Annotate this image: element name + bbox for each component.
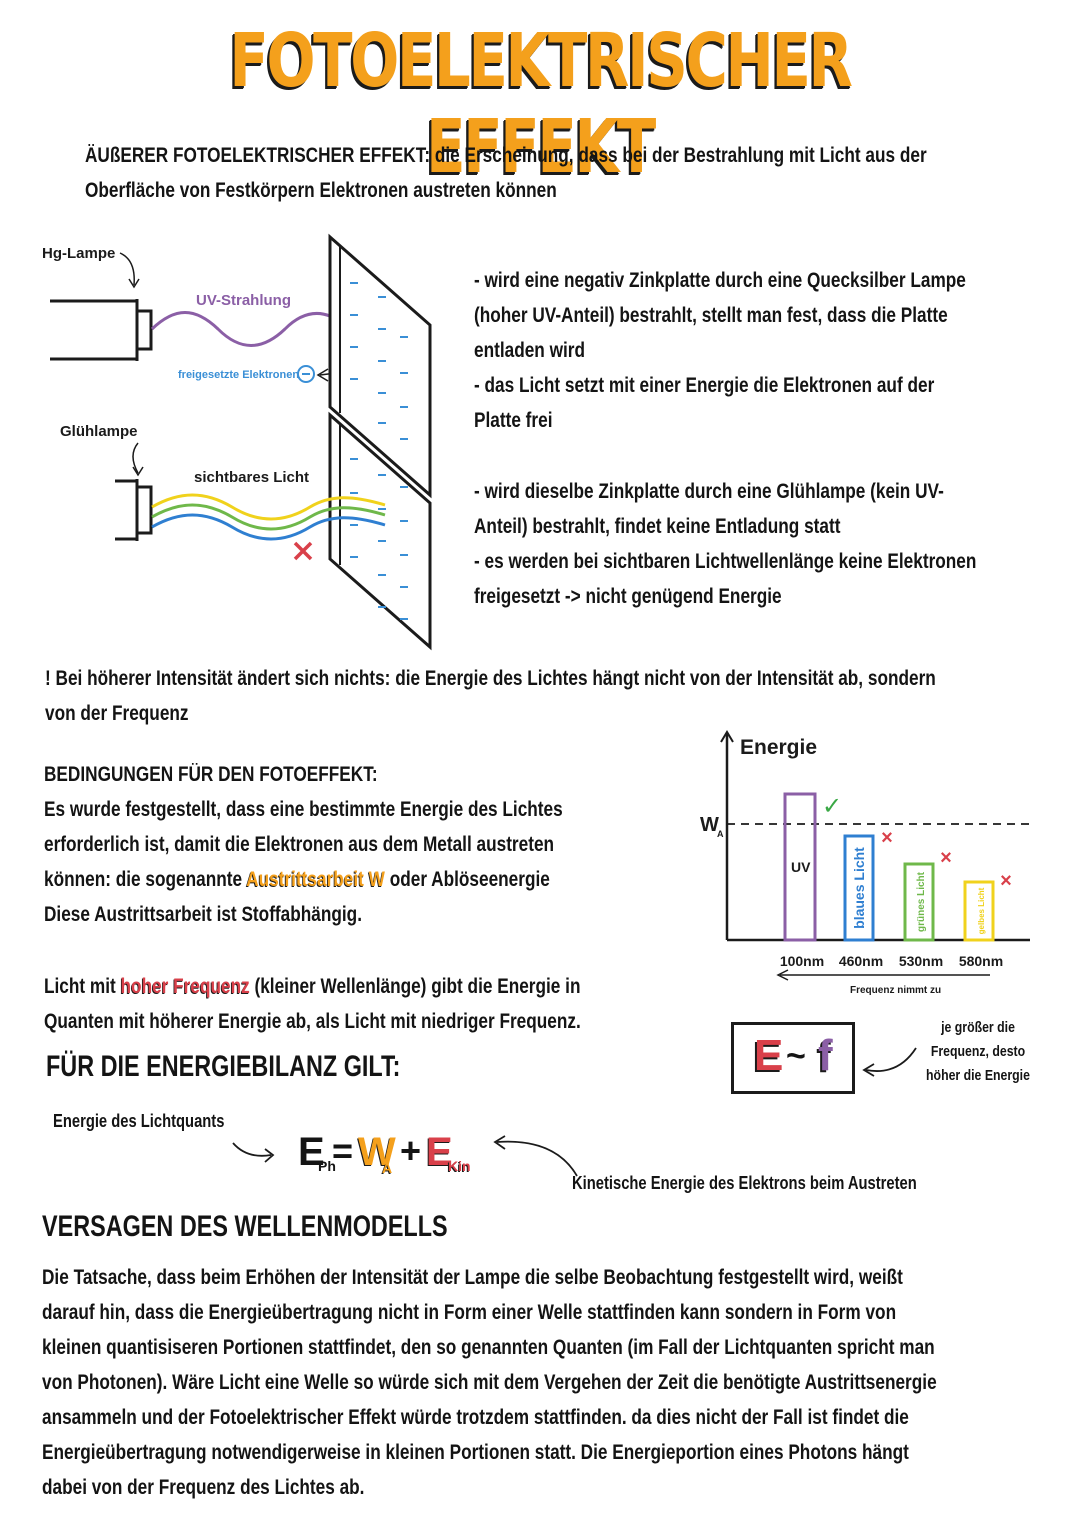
wave-model-line: ansammeln und der Fotoelektrischer Effek… [42, 1406, 909, 1429]
uv-wave [150, 311, 376, 347]
photon-energy-label: Energie des Lichtquants [53, 1111, 225, 1131]
zinc-plate-bottom [328, 411, 432, 651]
formula-e: E [754, 1031, 784, 1080]
x-tick-label: 580nm [959, 953, 1003, 969]
check-icon: ✓ [822, 793, 842, 820]
cross-icon: × [1000, 870, 1012, 892]
experiment-diagram: Hg-Lampe UV-Strahlung freigesetzte Elekt… [42, 233, 432, 651]
zinc-plate-top [328, 233, 432, 499]
energy-balance-formula: E Ph = W A + E Kin [298, 1130, 498, 1190]
high-frequency-highlight: hoher Frequenz [120, 975, 250, 998]
threshold-subscript: A [717, 829, 724, 839]
conditions: BEDINGUNGEN FÜR DEN FOTOEFFEKT: Es wurde… [44, 757, 643, 932]
observation-line: - es werden bei sichtbaren Lichtwellenlä… [474, 550, 977, 573]
intensity-note-line: von der Frequenz [45, 702, 189, 725]
frequency-line: Quanten mit höherer Energie ab, als Lich… [44, 1010, 581, 1033]
formula-equals: = [332, 1130, 354, 1171]
wave-model-text: Die Tatsache, dass beim Erhöhen der Inte… [42, 1260, 1038, 1505]
observation-line: freigesetzt -> nicht genügend Energie [474, 585, 782, 608]
observation-line: (hoher UV-Anteil) bestrahlt, stellt man … [474, 304, 948, 327]
x-axis-label: Frequenz nimmt zu [850, 985, 941, 996]
bar-label: grünes Licht [916, 871, 927, 932]
wave-model-line: darauf hin, dass die Energieübertragung … [42, 1301, 897, 1324]
work-function-highlight: Austrittsarbeit W [246, 868, 385, 891]
hg-lamp [50, 299, 153, 361]
wave-model-line: kleinen quantisiseren Portionen stattfin… [42, 1336, 935, 1359]
frequency-text: Licht mit hoher Frequenz (kleiner Wellen… [44, 969, 651, 1039]
observation-line: - wird eine negativ Zinkplatte durch ein… [474, 269, 966, 292]
gluehlampe [115, 479, 153, 541]
gluehlampe-label: Glühlampe [60, 423, 138, 440]
hg-lamp-label: Hg-Lampe [42, 245, 115, 262]
photon-energy-arrow [232, 1142, 275, 1163]
bar-label: UV [791, 859, 811, 875]
electrons-label: freigesetzte Elektronen [178, 369, 299, 381]
bar-label: blaues Licht [851, 847, 867, 929]
energy-balance-heading: FÜR DIE ENERGIEBILANZ GILT: [46, 1050, 401, 1083]
threshold-label: W [700, 814, 719, 836]
conditions-line: erforderlich ist, damit die Elektronen a… [44, 833, 555, 856]
observation-line: Platte frei [474, 409, 553, 432]
formula-f: f [818, 1031, 833, 1080]
x-tick-label: 530nm [899, 953, 943, 969]
conditions-line: Es wurde festgestellt, dass eine bestimm… [44, 798, 563, 821]
formula-e-kin: E [426, 1130, 453, 1174]
wave-model-line: von Photonen). Wäre Licht eine Welle so … [42, 1371, 937, 1394]
formula-tilde: ~ [786, 1037, 806, 1075]
visible-light-label: sichtbares Licht [194, 469, 309, 486]
formula-note-arrow [862, 1047, 917, 1077]
formula-a-subscript: A [382, 1160, 393, 1176]
energy-bar [783, 792, 817, 942]
conditions-line: können: die sogenannte Austrittsarbeit W… [44, 868, 550, 891]
formula-box: E ~ f [731, 1022, 855, 1094]
conditions-line: Diese Austrittsarbeit ist Stoffabhängig. [44, 903, 362, 926]
energy-bar [963, 880, 995, 942]
observation-line: - wird dieselbe Zinkplatte durch eine Gl… [474, 480, 944, 503]
formula-e-ph: E [298, 1130, 325, 1174]
y-axis-label: Energie [740, 736, 817, 759]
kinetic-energy-label: Kinetische Energie des Elektrons beim Au… [572, 1173, 917, 1193]
wave-model-line: Die Tatsache, dass beim Erhöhen der Inte… [42, 1266, 903, 1289]
conditions-heading: BEDINGUNGEN FÜR DEN FOTOEFFEKT: [44, 763, 378, 786]
formula-w-a: W [358, 1130, 396, 1174]
cross-icon: × [881, 827, 893, 849]
formula-note: je größer die Frequenz, desto höher die … [926, 1019, 1030, 1084]
energy-bar [903, 862, 935, 942]
definition-line-1: ÄUßERER FOTOELEKTRISCHER EFFEKT: die Ers… [85, 144, 927, 167]
observation-line: entladen wird [474, 339, 585, 362]
bar-label: gelbes Licht [977, 887, 986, 934]
gluehlampe-pointer [132, 442, 139, 474]
wave-model-line: Energieübertragung notwendigerweise in k… [42, 1441, 909, 1464]
observations: - wird eine negativ Zinkplatte durch ein… [474, 263, 1048, 614]
wave-model-heading: VERSAGEN DES WELLENMODELLS [42, 1210, 448, 1243]
kinetic-energy-arrow [493, 1135, 578, 1177]
page-title: FOTOELEKTRISCHER EFFEKT [229, 18, 853, 190]
cross-icon: × [940, 847, 952, 869]
observation-line: Anteil) bestrahlt, findet keine Entladun… [474, 515, 841, 538]
formula-ph-subscript: Ph [318, 1158, 336, 1174]
formula-plus: + [400, 1130, 422, 1171]
x-tick-label: 460nm [839, 953, 883, 969]
intensity-note-line: ! Bei höherer Intensität ändert sich nic… [45, 667, 936, 690]
formula-kin-subscript: Kin [448, 1158, 471, 1174]
intensity-note: ! Bei höherer Intensität ändert sich nic… [45, 661, 1045, 731]
definition-line-2: Oberfläche von Festkörpern Elektronen au… [85, 179, 557, 202]
definition: ÄUßERER FOTOELEKTRISCHER EFFEKT: die Ers… [85, 138, 1020, 208]
uv-radiation-label: UV-Strahlung [196, 292, 291, 309]
visible-light-waves [151, 493, 386, 541]
no-emission-cross-icon [293, 541, 313, 561]
energy-bar [843, 834, 875, 942]
x-tick-label: 100nm [780, 953, 824, 969]
wave-model-line: dabei von der Frequenz des Lichtes ab. [42, 1476, 365, 1499]
hg-lamp-pointer [119, 252, 135, 286]
frequency-line: Licht mit hoher Frequenz (kleiner Wellen… [44, 975, 581, 998]
energy-chart: Energie W A UV ✓ 100nm blaues Licht × 460nm gr… [700, 730, 1030, 996]
observation-line: - das Licht setzt mit einer Energie die … [474, 374, 935, 397]
